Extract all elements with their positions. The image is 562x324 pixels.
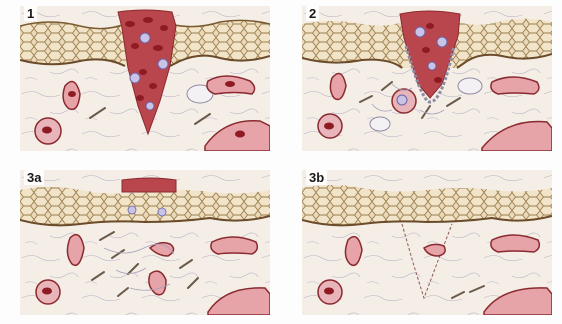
panel-3a: 3a (20, 170, 270, 315)
panel-3b: 3b (302, 170, 552, 315)
panel-1-illustration (20, 6, 270, 151)
panel-label: 1 (24, 6, 37, 21)
panel-3b-illustration (302, 170, 552, 315)
panel-1: 1 (20, 6, 270, 151)
panel-label: 2 (306, 6, 319, 21)
panel-3a-illustration (20, 170, 270, 315)
panel-label: 3a (24, 170, 44, 185)
panel-2: 2 (302, 6, 552, 151)
panel-2-illustration (302, 6, 552, 151)
panel-label: 3b (306, 170, 327, 185)
